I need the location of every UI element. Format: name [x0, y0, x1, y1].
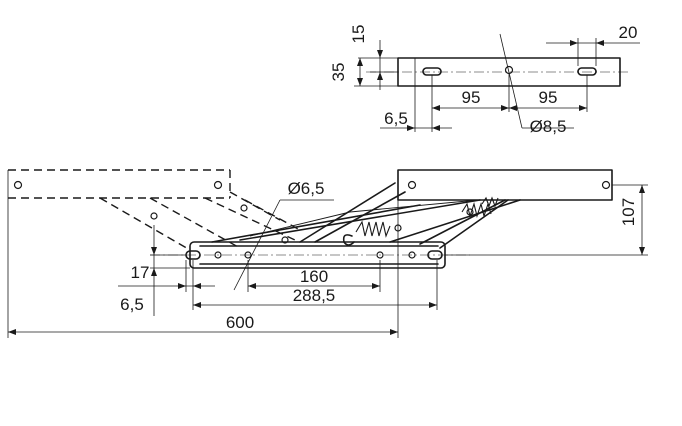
dim-17-arrow-2	[151, 268, 157, 276]
folded-hole-left	[13, 180, 23, 190]
spring-top	[481, 196, 499, 208]
dim-20-arrow-1	[570, 40, 578, 46]
folded-arm-2	[149, 197, 241, 249]
dim-160-arrow-2	[372, 283, 380, 289]
dim-8-5-leader	[499, 33, 523, 129]
arm-link-5	[439, 199, 509, 249]
dim-6-5-bottom-arrow-2	[193, 283, 201, 289]
mechanism-arms	[211, 182, 521, 249]
arm-link-6	[249, 211, 351, 237]
dim-160-arrow-1	[248, 283, 256, 289]
top-plate-slot-right	[577, 67, 597, 76]
dim-15-arrow-1	[377, 50, 383, 58]
dim-6-5-hole-leader	[233, 199, 281, 291]
dim-6-5-bottom-label: 6,5	[120, 295, 144, 314]
top-plate-slot-left	[422, 67, 442, 76]
folded-hole-right	[213, 180, 223, 190]
spring-right	[461, 202, 492, 218]
open-plate-outline	[397, 169, 613, 201]
dim-17-arrow-1	[151, 247, 157, 255]
dim-600-arrow-1	[8, 329, 16, 335]
dim-6-5-top-label: 6,5	[384, 109, 408, 128]
dim-20-arrow-2	[596, 40, 604, 46]
arm-link-2	[239, 199, 481, 241]
dim-6-5-hole-label: Ø6,5	[288, 179, 325, 198]
dim-6-5-bottom-arrow-1	[178, 283, 186, 289]
dim-95-arrow-1	[432, 105, 440, 111]
dim-6-5-top-arrow-1	[407, 125, 415, 131]
open-plate-hole-left	[407, 180, 417, 190]
dim-6-5-top-arrow-2	[432, 125, 440, 131]
arm-link-4	[419, 199, 506, 245]
dim-288-5-arrow-2	[429, 302, 437, 308]
dim-95-arrow-4	[579, 105, 587, 111]
arm-link-7	[349, 199, 479, 213]
arm-link-1	[211, 204, 421, 243]
dim-288-5-arrow-1	[193, 302, 201, 308]
springs	[355, 196, 499, 238]
dim-17-label: 17	[131, 263, 150, 282]
open-position-plate	[397, 169, 613, 201]
dim-20-label: 20	[619, 23, 638, 42]
dim-95-left-label: 95	[462, 88, 481, 107]
arm-main-lower	[314, 191, 406, 243]
spring-left	[355, 220, 391, 238]
dim-95-arrow-2	[501, 105, 509, 111]
dim-35-label: 35	[329, 63, 348, 82]
dim-107-arrow-2	[639, 247, 645, 255]
folded-hole-mid	[150, 212, 158, 220]
spring-hook	[342, 234, 355, 246]
folded-arm-1	[99, 197, 191, 251]
base-bar	[150, 241, 470, 269]
dim-15-label: 15	[349, 25, 368, 44]
dim-600-label: 600	[226, 313, 254, 332]
dim-107-arrow-1	[639, 185, 645, 193]
dim-288-5-label: 288,5	[293, 286, 336, 305]
lower-dimensions: Ø6,5 107 17 6,5 160 288,5	[7, 170, 648, 338]
dim-600-arrow-2	[390, 329, 398, 335]
dim-107-label: 107	[619, 198, 638, 226]
dim-35-arrow-2	[357, 78, 363, 86]
dim-35-arrow-1	[357, 58, 363, 66]
dim-95-right-label: 95	[539, 88, 558, 107]
folded-arm-4	[229, 191, 281, 221]
dim-8-5-label: Ø8,5	[530, 117, 567, 136]
top-plate-view: 15 35 20 95 95 6,5 Ø8,5	[329, 23, 640, 136]
dim-15-arrow-2	[377, 72, 383, 80]
folded-hole-mid2	[240, 204, 248, 212]
open-plate-hole-right	[601, 180, 611, 190]
dim-160-label: 160	[300, 267, 328, 286]
dim-95-arrow-3	[509, 105, 517, 111]
